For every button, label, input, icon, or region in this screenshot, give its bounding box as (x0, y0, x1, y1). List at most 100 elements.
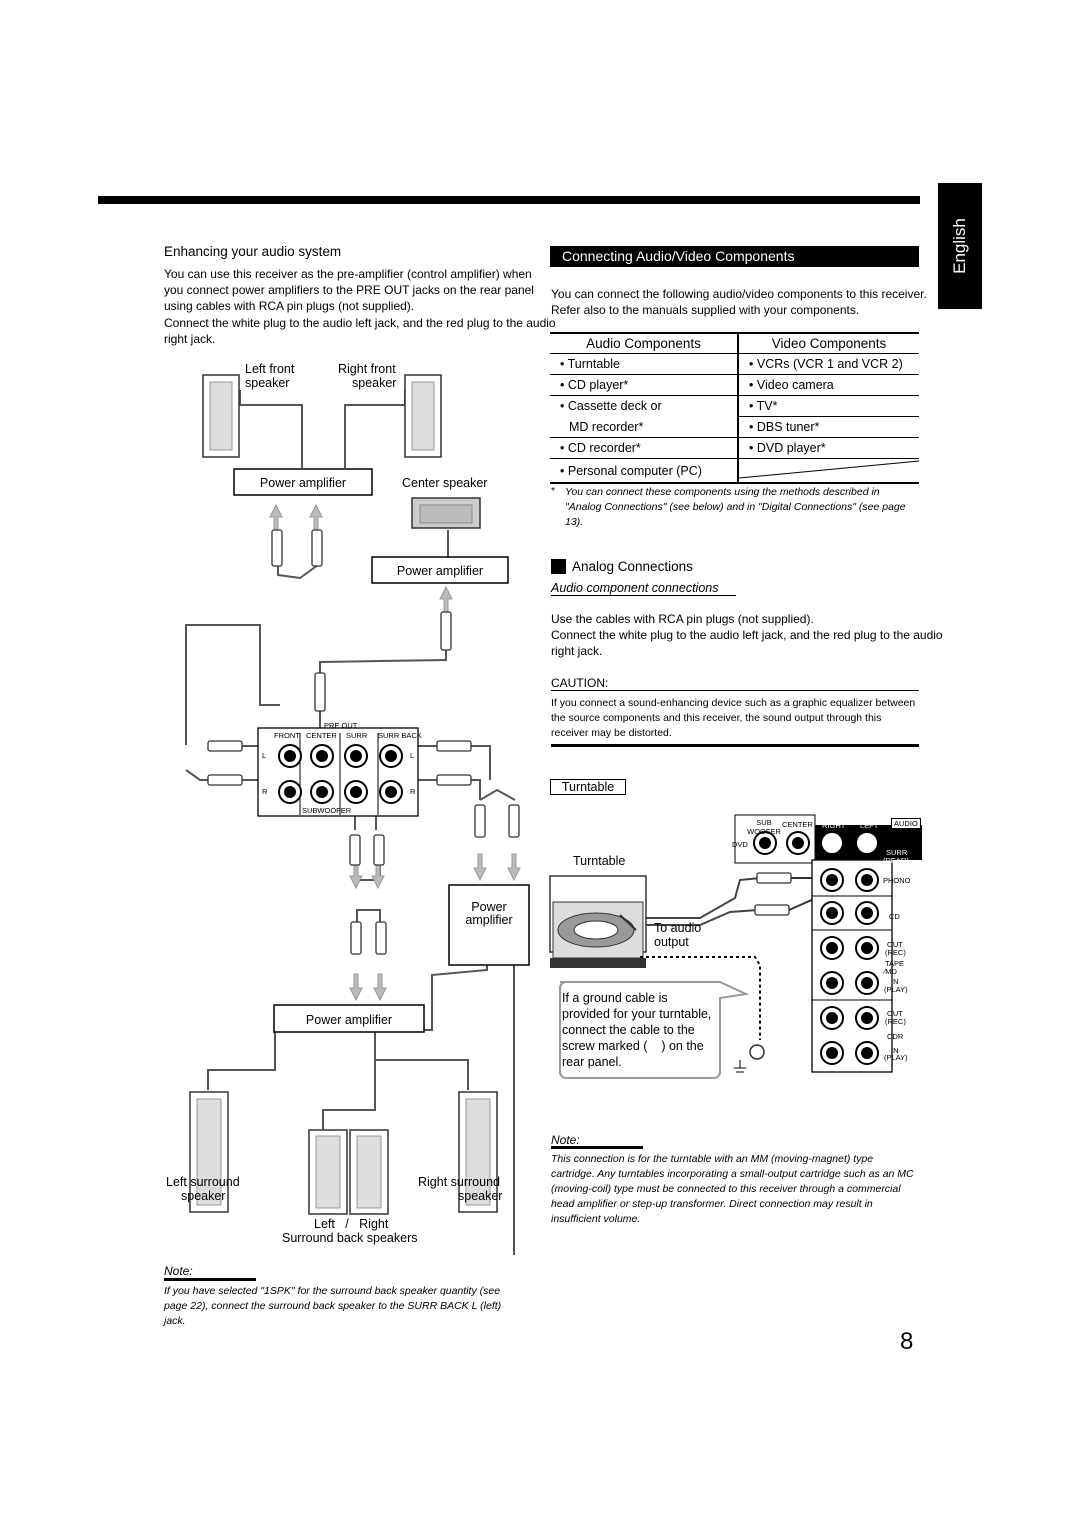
surr-jack-label: SURR (346, 731, 368, 740)
audio-components-header: Audio Components (550, 332, 739, 354)
footnote-text: You can connect these components using t… (565, 486, 906, 528)
right-intro: You can connect the following audio/vide… (551, 287, 927, 317)
power-label: Power (471, 900, 507, 914)
table-cell: CD player* (550, 374, 739, 396)
cdr-in-label: IN (891, 1046, 899, 1055)
table-cell: VCRs (VCR 1 and VCR 2) (738, 353, 919, 375)
audio-connections-subheading: Audio component connections (551, 581, 737, 596)
cdr-play-label: (PLAY) (884, 1053, 908, 1062)
right-label: RIGHT (822, 821, 846, 830)
right-note-rule (551, 1146, 643, 1149)
page-number: 8 (900, 1328, 914, 1355)
md-text: MD (885, 967, 897, 976)
power-amplifier-label-1: Power amplifier (259, 476, 347, 490)
caution-text: If you connect a sound-enhancing device … (551, 697, 916, 739)
turntable-section-label: Turntable (550, 779, 626, 795)
table-cell: Video camera (738, 374, 919, 396)
center-jack-label: CENTER (306, 731, 337, 740)
left-label: LEFT (860, 821, 879, 830)
right-para-2: Connect the white plug to the audio left… (551, 628, 943, 658)
surr-back-jack-label: SURR BACK (378, 731, 422, 740)
l-label-2: L (410, 751, 415, 760)
ground-callout: If a ground cable is provided for your t… (562, 990, 727, 1070)
right-surround-label: Right surround (418, 1175, 500, 1189)
right-front-label: Right front (338, 362, 396, 376)
r-label-2: R (410, 787, 416, 796)
left-right-label: Left / Right (314, 1217, 389, 1231)
center-speaker-label: Center speaker (402, 476, 488, 490)
left-front-label: Left front (245, 362, 295, 376)
front-jack-label: FRONT (274, 731, 300, 740)
right-front-speaker-label: speaker (352, 376, 397, 390)
callout-line: rear panel. (562, 1055, 622, 1069)
section-title: Connecting Audio/Video Components (550, 246, 919, 267)
right-note-title: Note: (551, 1133, 580, 1147)
left-note-rule (164, 1278, 256, 1281)
l-label-1: L (262, 751, 267, 760)
table-cell: DVD player* (738, 437, 919, 459)
md-label: ⁄MD (884, 967, 897, 976)
rear-label: (REAR) (883, 856, 909, 865)
video-components-header: Video Components (738, 332, 919, 354)
caution-rule-top (551, 690, 919, 691)
callout-line: connect the cable to the (562, 1023, 695, 1037)
left-note-title: Note: (164, 1264, 193, 1278)
table-cell: Personal computer (PC) (550, 458, 739, 484)
analog-heading: Analog Connections (572, 559, 693, 574)
callout-line: provided for your turntable, (562, 1007, 712, 1021)
turntable-wiring-diagram (549, 814, 922, 1079)
table-cell: CD recorder* (550, 437, 739, 459)
right-para-1: Use the cables with RCA pin plugs (not s… (551, 612, 814, 626)
power-amplifier-label-2: Power amplifier (396, 564, 484, 578)
right-surround-speaker-label: speaker (458, 1189, 503, 1203)
left-surround-label: Left surround (166, 1175, 240, 1189)
audio-label: AUDIO (891, 818, 921, 829)
output-label: output (654, 935, 689, 949)
caution-title: CAUTION: (551, 676, 609, 690)
r-label-1: R (262, 787, 268, 796)
tape-rec-label: (REC) (885, 948, 906, 957)
to-audio-label: To audio (654, 921, 702, 935)
table-cell: Turntable (550, 353, 739, 375)
callout-line: screw marked ( ) on the (562, 1039, 704, 1053)
analog-square-icon (551, 559, 566, 574)
table-cell: TV* (738, 395, 919, 417)
right-note-text: This connection is for the turntable wit… (551, 1153, 914, 1225)
table-cell: MD recorder* (550, 416, 739, 438)
table-cell-empty (738, 458, 920, 484)
left-surround-speaker-label: speaker (181, 1189, 226, 1203)
top-rule (98, 196, 920, 204)
surr-label: SURR (886, 848, 908, 857)
callout-line: If a ground cable is (562, 991, 668, 1005)
center-label: CENTER (782, 820, 813, 829)
left-heading: Enhancing your audio system (164, 244, 342, 259)
phono-label: PHONO (883, 876, 911, 885)
power-amplifier-label-3: Power amplifier (305, 1013, 393, 1027)
left-paragraph-1: You can use this receiver as the pre-amp… (164, 267, 534, 313)
table-cell: Cassette deck or (550, 395, 739, 417)
tape-play-label: (PLAY) (884, 985, 908, 994)
pre-out-wiring-diagram (185, 374, 530, 1255)
cdr-rec-label: (REC) (885, 1017, 906, 1026)
diagonal-strike (738, 460, 920, 479)
cd-label: CD (889, 912, 900, 921)
left-front-speaker-label: speaker (245, 376, 290, 390)
subwoofer-label: SUBWOOFER (302, 806, 352, 815)
language-tab: English (938, 183, 982, 309)
sub-woofer-label: SUB WOOFER (747, 818, 781, 836)
cdr-out-label: OUT (887, 1009, 903, 1018)
table-cell: DBS tuner* (738, 416, 919, 438)
surround-back-label: Surround back speakers (282, 1231, 418, 1245)
amplifier-label: amplifier (465, 913, 513, 927)
tape-out-label: OUT (887, 940, 903, 949)
footnote-mark: * (551, 485, 556, 497)
turntable-label: Turntable (573, 854, 626, 868)
tape-label: TAPE (885, 959, 905, 968)
components-table: Audio Components Video Components Turnta… (550, 332, 920, 484)
dvd-label: DVD (732, 840, 748, 849)
left-note-text: If you have selected "1SPK" for the surr… (164, 1285, 502, 1327)
tape-in-label: IN (891, 977, 899, 986)
left-paragraph-2: Connect the white plug to the audio left… (164, 316, 556, 346)
cdr-label: CDR (887, 1032, 904, 1041)
caution-rule-bottom (551, 744, 919, 747)
